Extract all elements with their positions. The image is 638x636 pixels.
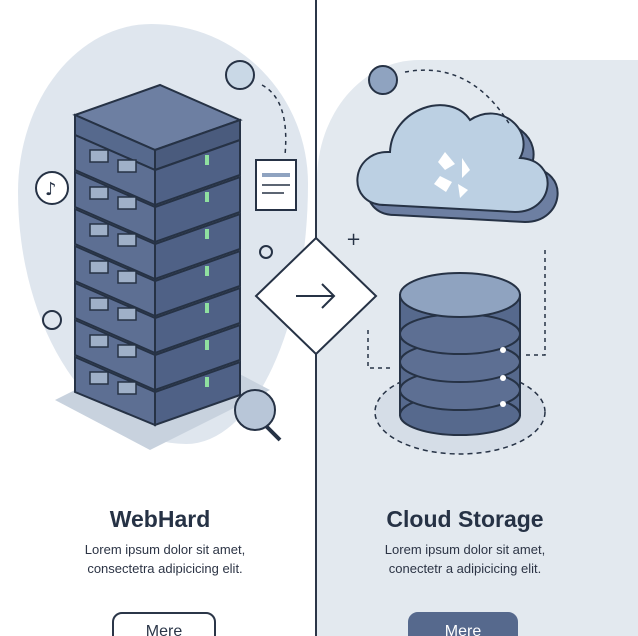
svg-text:+: +: [346, 229, 361, 250]
cloud-storage-more-button[interactable]: Mere: [408, 612, 518, 636]
webhard-title: WebHard: [109, 506, 211, 532]
lightbulb-icon: [225, 60, 255, 90]
webhard-more-button[interactable]: Mere: [112, 612, 216, 636]
music-note-icon: [35, 171, 69, 205]
cloud-storage-title: Cloud Storage: [386, 506, 544, 532]
ring-icon: [42, 310, 62, 330]
webhard-description: Lorem ipsum dolor sit amet, consectetra …: [84, 542, 246, 576]
arrow-right-icon: [254, 236, 378, 356]
server-rack-icon: [55, 83, 270, 450]
illustration-layer: ♪ +: [35, 60, 559, 455]
database-icon: [374, 272, 546, 455]
cloud-icon: [356, 104, 559, 224]
svg-text:♪: ♪: [45, 179, 57, 200]
magnifier-icon: [234, 389, 276, 431]
cloud-storage-description: Lorem ipsum dolor sit amet, conectetr a …: [384, 542, 546, 576]
